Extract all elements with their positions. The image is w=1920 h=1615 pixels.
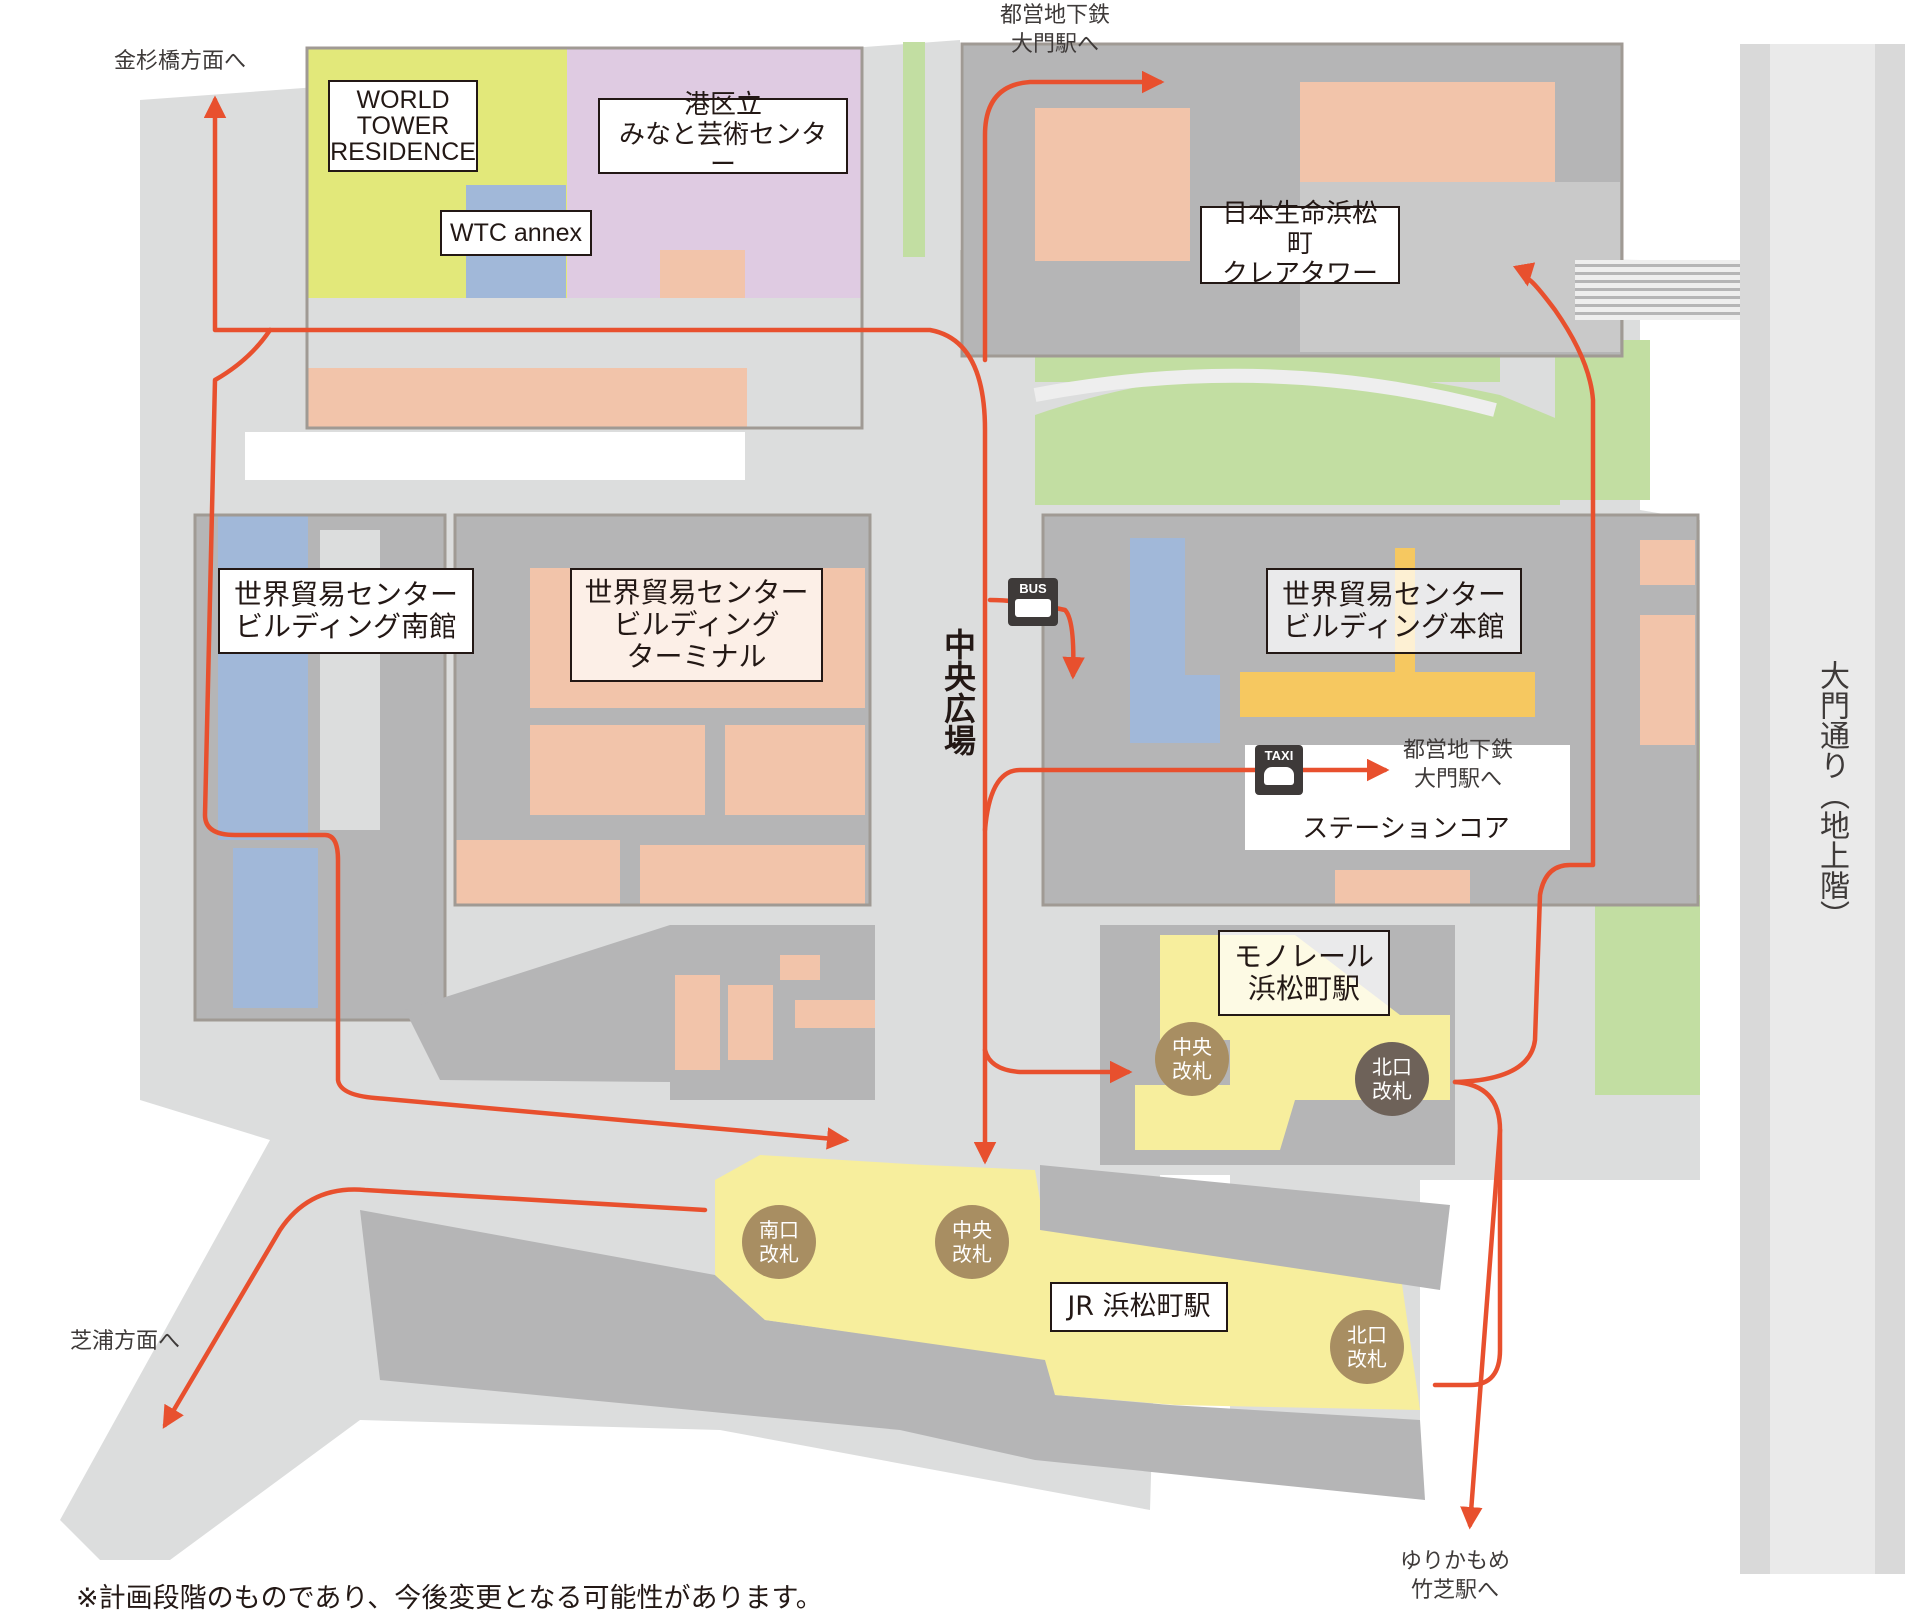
gate-jr-north: 北口 改札	[1330, 1310, 1404, 1384]
route-lines	[162, 70, 1596, 1530]
label-wtc-terminal: 世界貿易センター ビルディング ターミナル	[570, 568, 823, 682]
label-world-tower-residence: WORLD TOWER RESIDENCE	[328, 80, 478, 172]
label-wtc-south: 世界貿易センター ビルディング南館	[218, 568, 474, 654]
plaza-strip	[245, 432, 745, 480]
label-wtc-main: 世界貿易センター ビルディング本館	[1266, 568, 1522, 654]
label-nissay-crea-tower: 日本生命浜松町 クレアタワー	[1200, 199, 1400, 289]
gate-monorail-central: 中央 改札	[1155, 1022, 1229, 1096]
direction-daimon-station-mid: 都営地下鉄 大門駅へ	[1402, 738, 1513, 792]
central-plaza-label: 中央広場	[939, 628, 977, 756]
gate-monorail-north: 北口 改札	[1355, 1042, 1429, 1116]
direction-shibaura: 芝浦方面へ	[69, 1329, 180, 1354]
label-minato-art-center: 港区立 みなと芸術センター	[598, 90, 848, 180]
taxi-icon-label: TAXI	[1264, 748, 1294, 763]
direction-yurikamome: ゆりかもめ 竹芝駅へ	[1399, 1549, 1510, 1603]
label-monorail-station: モノレール 浜松町駅	[1218, 930, 1390, 1016]
taxi-icon: TAXI	[1255, 745, 1303, 795]
bus-glyph	[1015, 599, 1051, 617]
direction-kanasugibashi: 金杉橋方面へ	[113, 49, 246, 74]
disclaimer-note: ※計画段階のものであり、今後変更となる可能性があります。	[76, 1583, 823, 1614]
bus-icon: BUS	[1008, 578, 1058, 626]
bus-icon-label: BUS	[1019, 581, 1047, 596]
taxi-glyph	[1264, 767, 1294, 785]
label-jr-station: JR 浜松町駅	[1050, 1282, 1228, 1332]
daimon-dori-label: 大門通り（地上階）	[1814, 660, 1849, 930]
gate-jr-south: 南口 改札	[742, 1205, 816, 1279]
center-south-block	[405, 925, 875, 1100]
label-wtc-annex: WTC annex	[440, 210, 592, 256]
station-core-label: ステーションコア	[1302, 814, 1510, 844]
gate-jr-central: 中央 改札	[935, 1205, 1009, 1279]
direction-daimon-station-top: 都営地下鉄 大門駅へ	[999, 3, 1110, 57]
